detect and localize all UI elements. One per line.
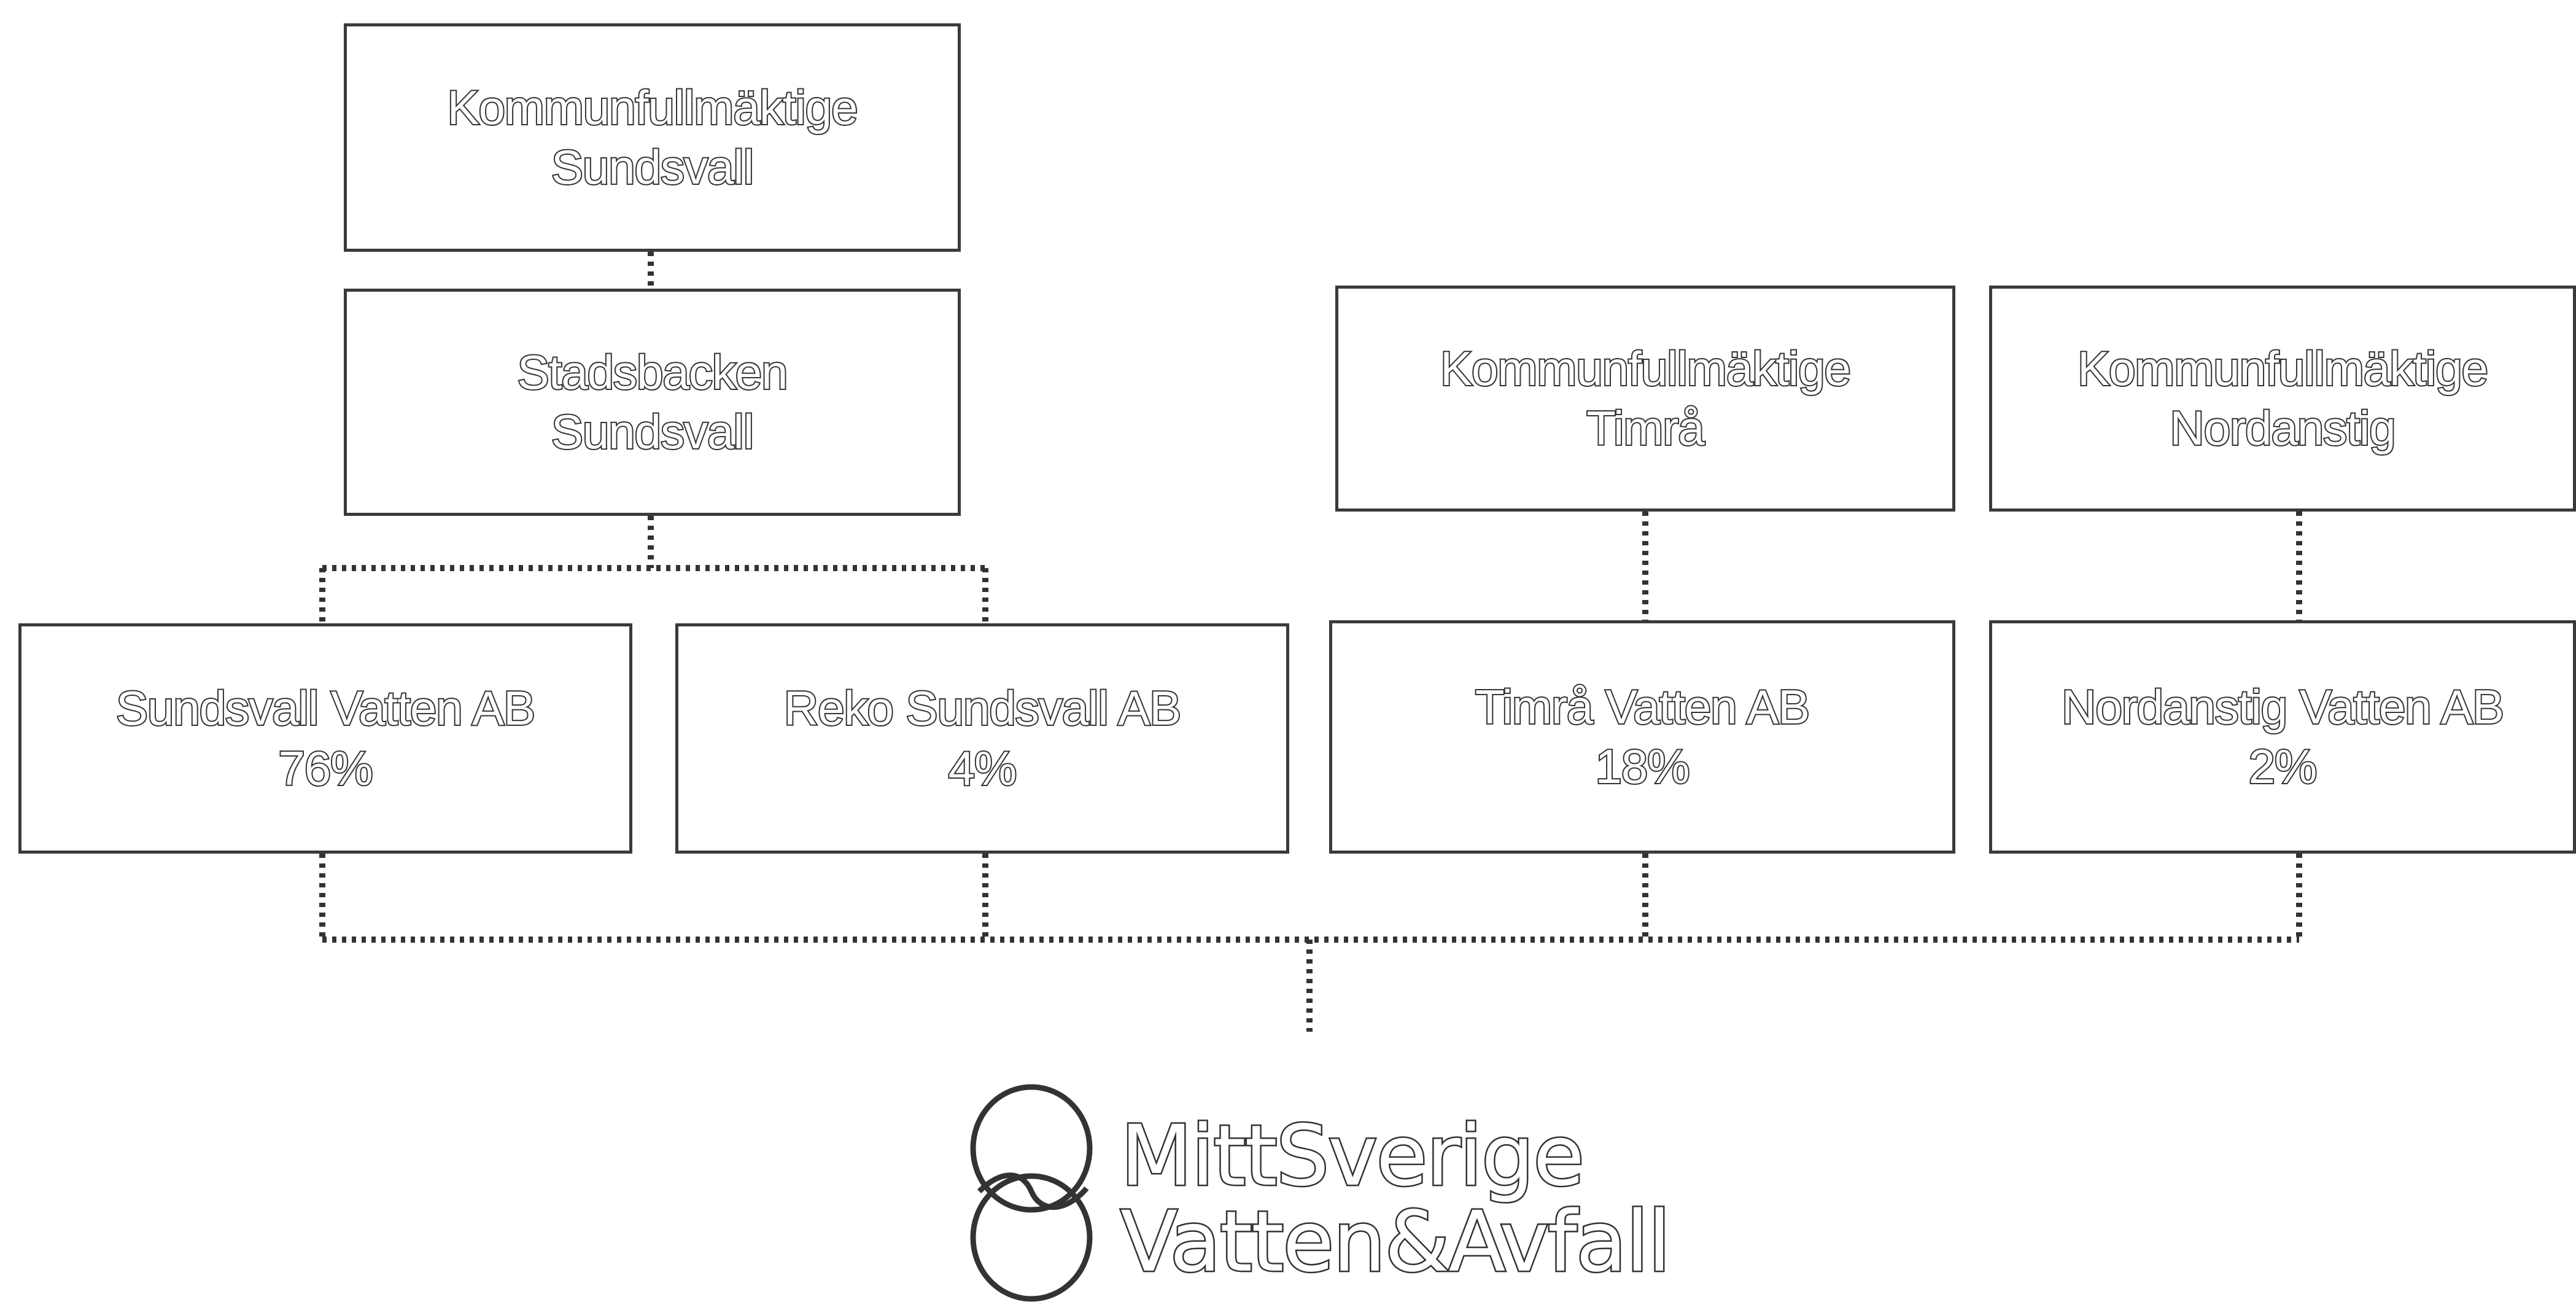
node-reko-sundsvall-ab: Reko Sundsvall AB 4%: [675, 623, 1289, 854]
node-kommunfullmaktige-nordanstig: Kommunfullmäktige Nordanstig: [1989, 286, 2576, 512]
node-kommunfullmaktige-sundsvall: Kommunfullmäktige Sundsvall: [344, 23, 961, 252]
node-label: Kommunfullmäktige: [1439, 340, 1852, 397]
logo-mark-icon: [970, 1084, 1093, 1302]
node-label: Stadsbacken: [516, 344, 789, 400]
node-label: Nordanstig: [2168, 400, 2397, 456]
node-share: 76%: [277, 740, 374, 797]
logo-text-line1: MittSverige: [1119, 1108, 1586, 1205]
node-label: Sundsvall: [550, 403, 755, 460]
node-nordanstig-vatten-ab: Nordanstig Vatten AB 2%: [1989, 620, 2576, 854]
node-share: 2%: [2248, 738, 2319, 795]
node-label: Kommunfullmäktige: [446, 79, 859, 136]
node-sundsvall-vatten-ab: Sundsvall Vatten AB 76%: [18, 623, 632, 854]
node-share: 18%: [1594, 738, 1691, 795]
mittsverige-logo: MittSverige Vatten&Avfall: [964, 1078, 1673, 1305]
node-stadsbacken-sundsvall: Stadsbacken Sundsvall: [344, 289, 961, 516]
node-label: Nordanstig Vatten AB: [2060, 679, 2505, 735]
node-share: 4%: [947, 740, 1018, 797]
node-label: Kommunfullmäktige: [2076, 340, 2489, 397]
node-timra-vatten-ab: Timrå Vatten AB 18%: [1329, 620, 1955, 854]
node-label: Timrå Vatten AB: [1474, 679, 1811, 735]
node-label: Timrå: [1585, 400, 1705, 456]
node-kommunfullmaktige-timra: Kommunfullmäktige Timrå: [1335, 286, 1955, 512]
node-label: Sundsvall: [550, 139, 755, 195]
node-label: Reko Sundsvall AB: [783, 680, 1182, 736]
node-label: Sundsvall Vatten AB: [115, 680, 537, 736]
logo-text-line2: Vatten&Avfall: [1119, 1194, 1673, 1291]
